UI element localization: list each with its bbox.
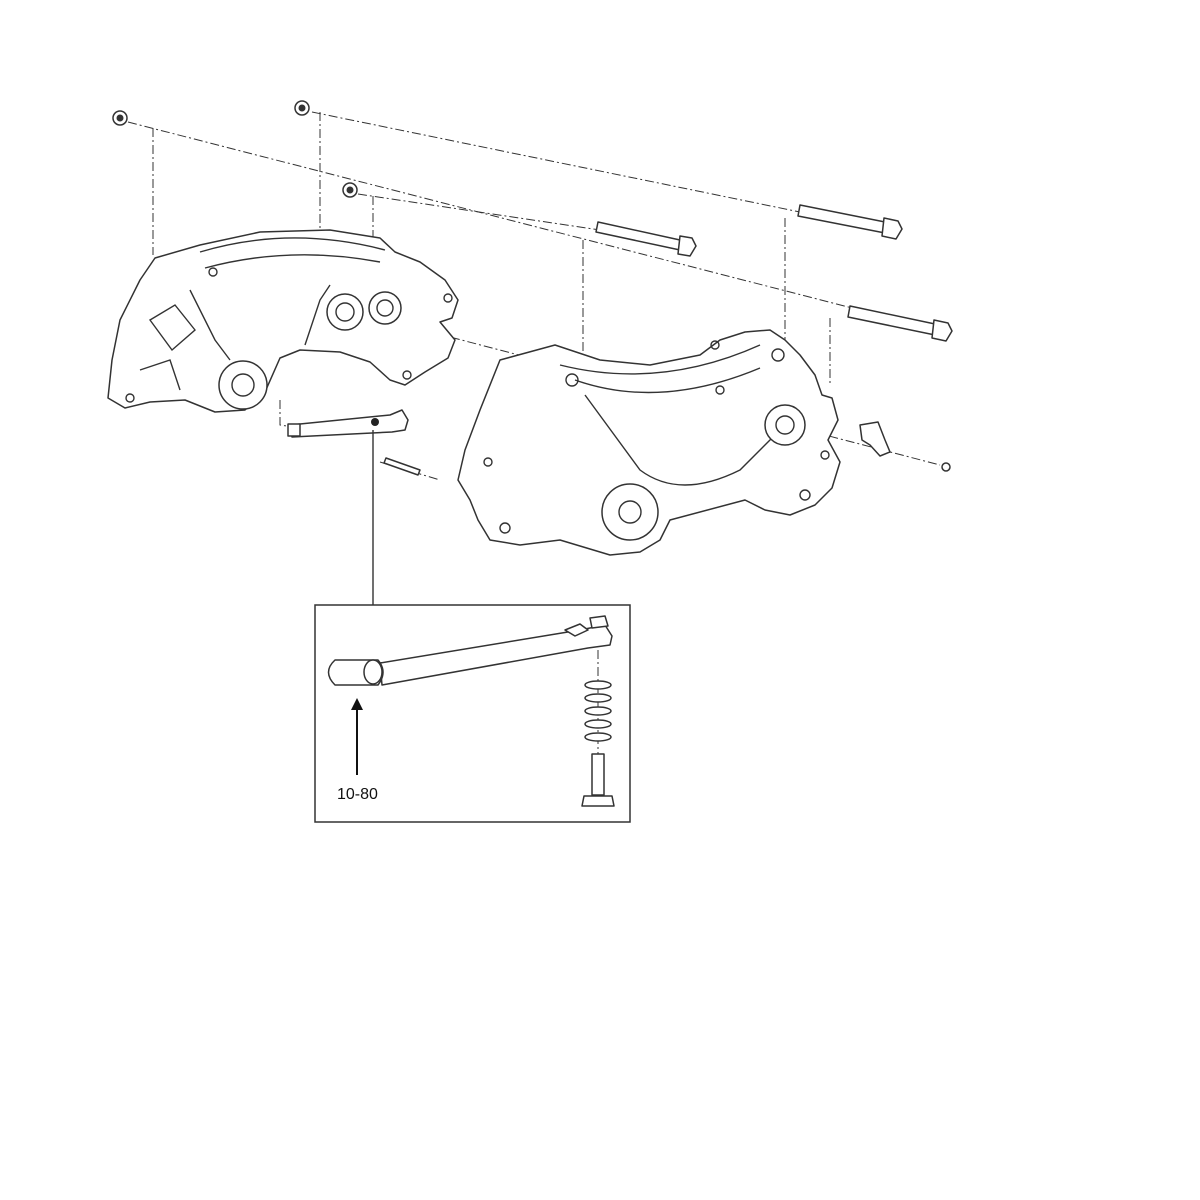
part-number-callout: 10-80 [337,786,378,803]
detail-bolt [581,753,615,807]
washer-stack [584,680,612,742]
nut-3 [342,182,358,198]
detail-lever-arm [327,615,613,686]
screw-small [941,462,951,472]
left-caliper-bracket [107,229,459,413]
bolt-3 [847,305,953,342]
bolt-2 [797,204,903,240]
detail-inset-frame [314,604,631,823]
callout-arrow [351,698,363,775]
bolt-1 [595,221,697,257]
lever-arm-small [287,409,409,438]
nut-2 [294,100,310,116]
pin [383,457,421,476]
right-caliper-bracket [457,329,841,556]
clip [859,421,891,457]
nut-1 [112,110,128,126]
